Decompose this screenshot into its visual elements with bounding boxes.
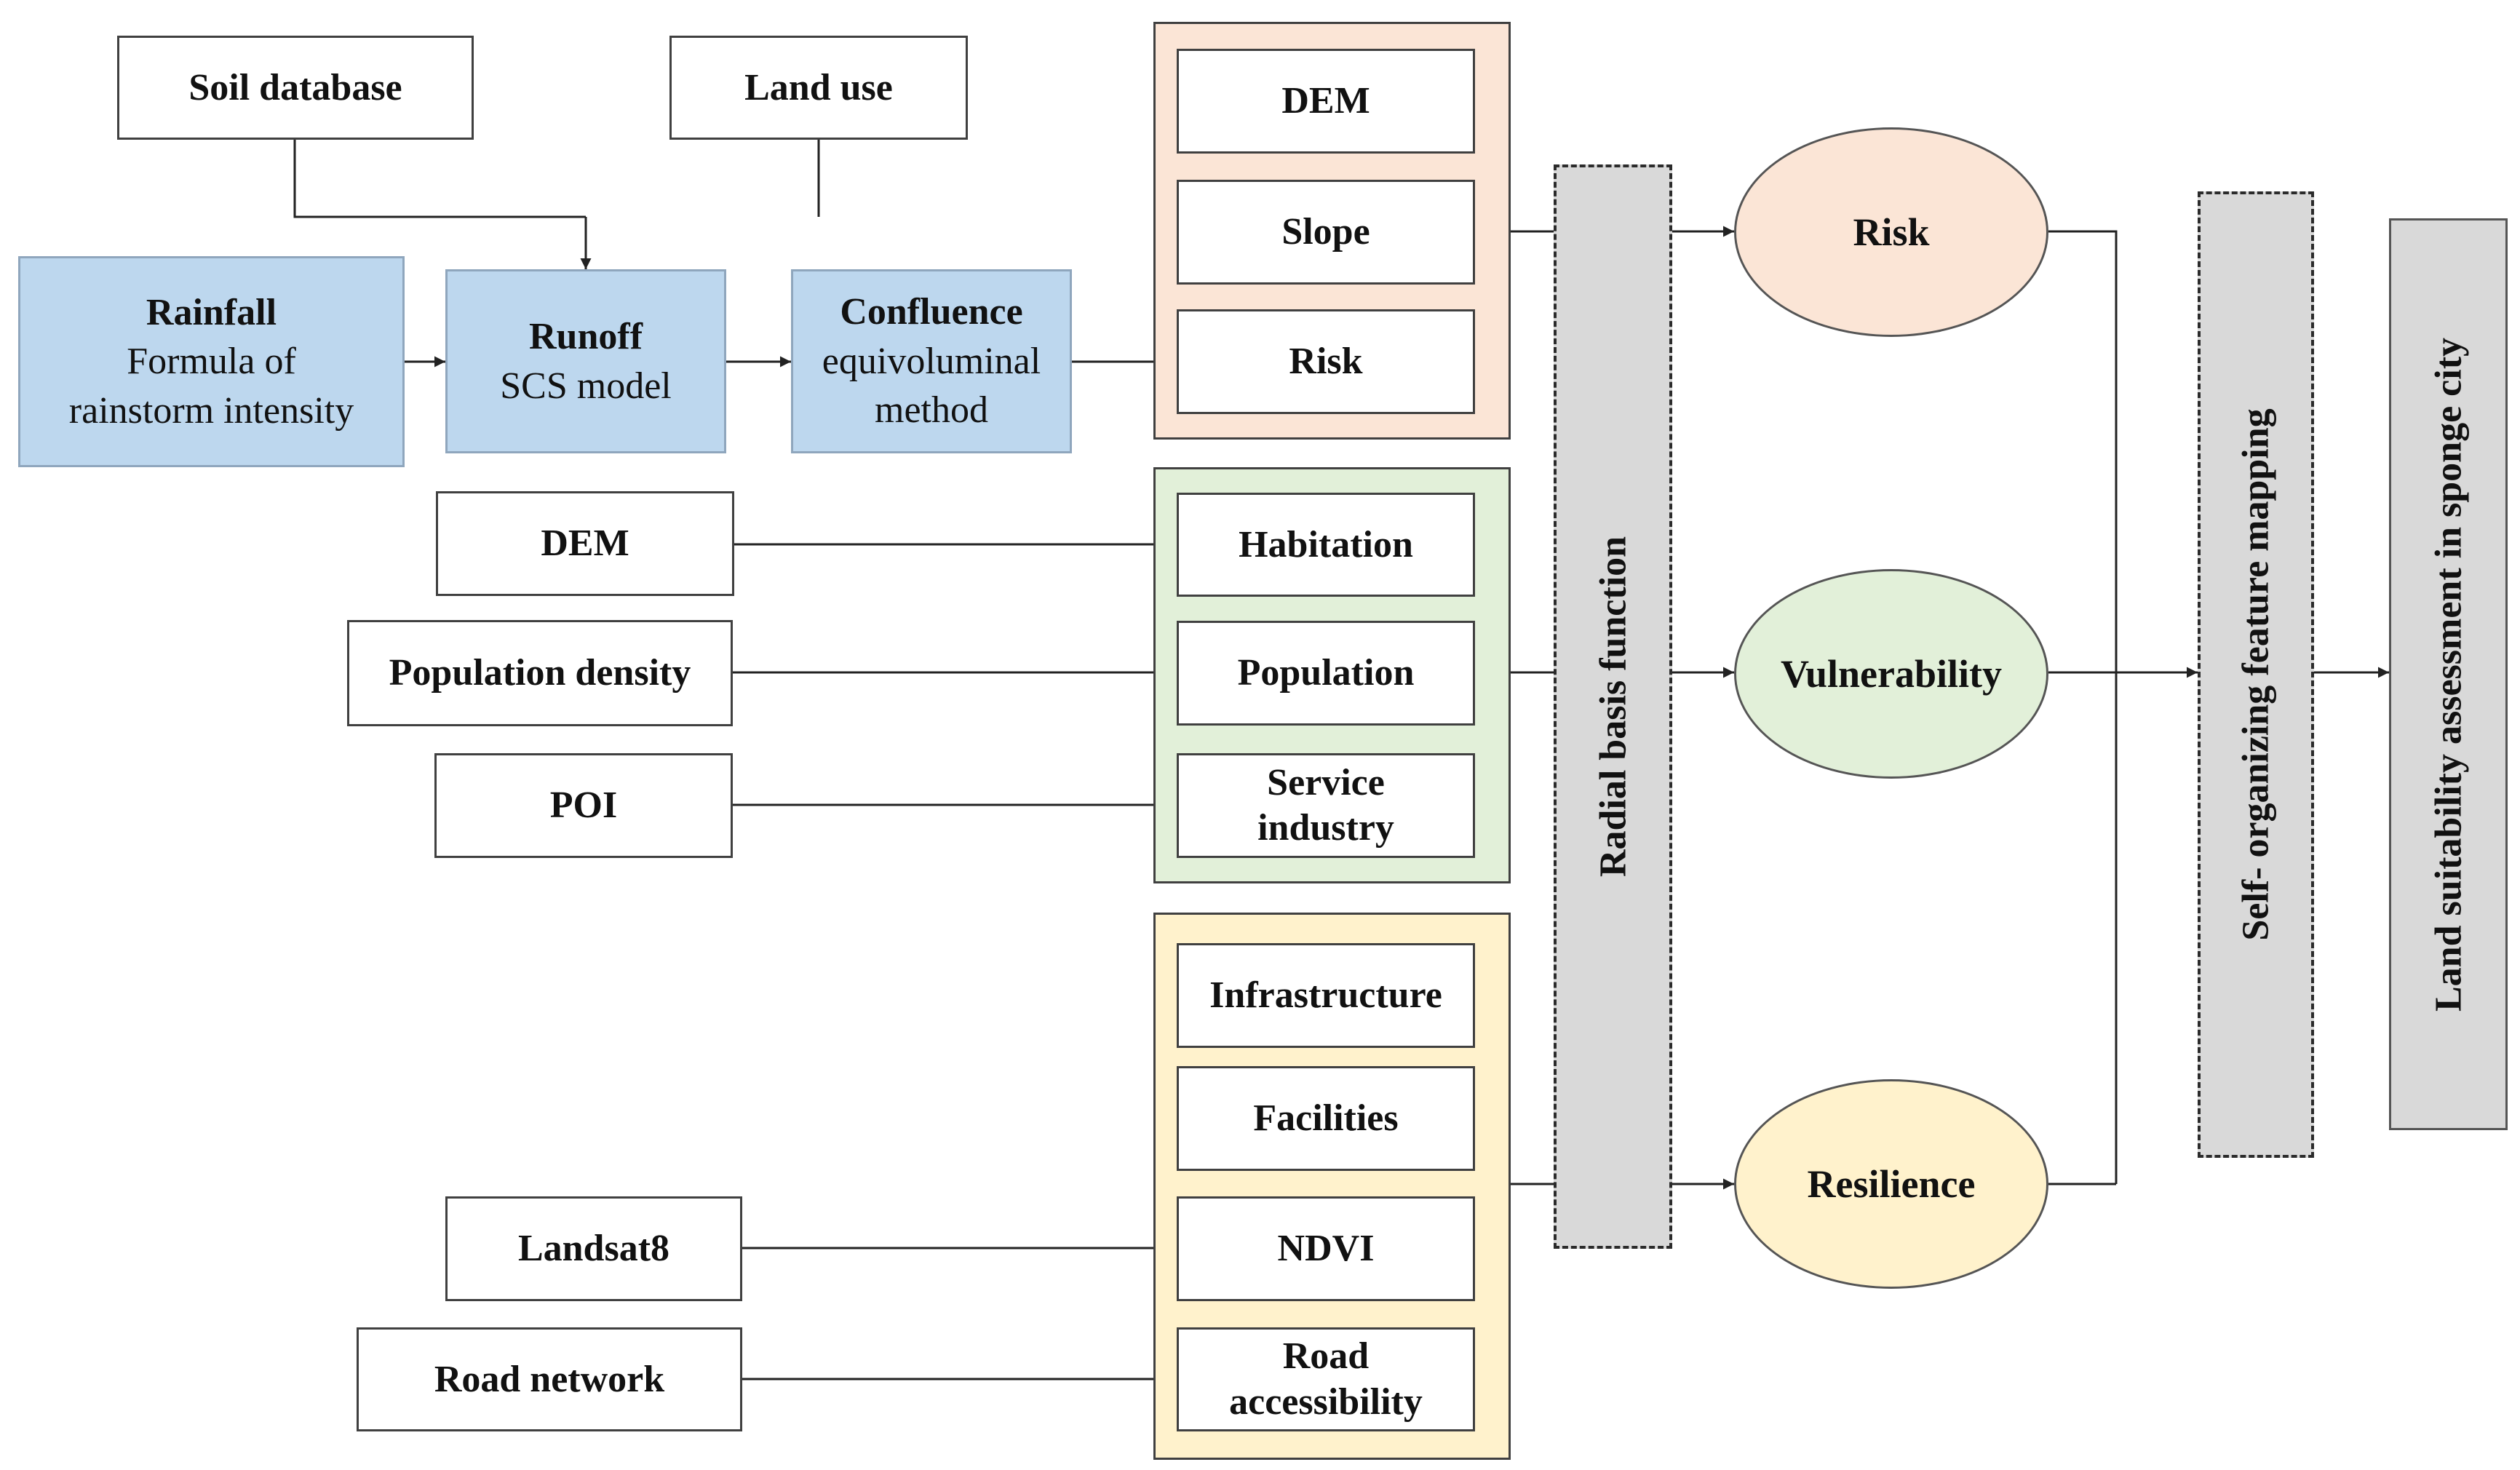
landsat8-label: Landsat8 (517, 1228, 670, 1270)
vul-item-population-label: Population (1237, 652, 1415, 694)
dem-input-box: DEM (436, 491, 734, 596)
res-item-road-label: Road (1282, 1335, 1370, 1378)
rainfall-title: Rainfall (146, 291, 277, 333)
rainfall-line2: rainstorm intensity (68, 389, 354, 432)
confluence-line1: equivoluminal (822, 340, 1041, 382)
res-item-facilities-label: Facilities (1253, 1097, 1399, 1140)
risk-item-slope-label: Slope (1281, 211, 1370, 253)
population-density-label: Population density (389, 652, 691, 694)
road-network-label: Road network (434, 1358, 665, 1400)
risk-to-merge-line (2048, 230, 2118, 1184)
road-network-box: Road network (357, 1327, 742, 1431)
resilience-ellipse: Resilience (1734, 1079, 2048, 1289)
vul-item-industry-label: industry (1257, 807, 1394, 849)
res-item-infrastructure: Infrastructure (1177, 943, 1475, 1048)
poi-label: POI (549, 784, 618, 827)
vul-item-service-industry: Service industry (1177, 753, 1475, 858)
runoff-line1: SCS model (500, 365, 672, 407)
dem-input-label: DEM (541, 523, 629, 565)
risk-item-slope: Slope (1177, 180, 1475, 285)
rainfall-box: Rainfall Formula of rainstorm intensity (18, 256, 405, 467)
soil-to-runoff-line (293, 140, 586, 218)
vul-item-population: Population (1177, 621, 1475, 726)
vulnerability-ellipse: Vulnerability (1734, 569, 2048, 779)
vul-item-habitation: Habitation (1177, 493, 1475, 597)
landsat8-box: Landsat8 (445, 1196, 742, 1301)
rainfall-line1: Formula of (127, 341, 296, 383)
vul-item-habitation-label: Habitation (1239, 523, 1413, 565)
runoff-title: Runoff (528, 315, 643, 357)
radial-basis-function-label: Radial basis function (1592, 536, 1634, 878)
vulnerability-ellipse-label: Vulnerability (1780, 652, 2003, 696)
som-bar: Self- organizing feature mapping (2198, 191, 2314, 1158)
res-item-accessibility-label: accessibility (1229, 1380, 1423, 1423)
soil-database-box: Soil database (117, 36, 474, 140)
poi-box: POI (434, 753, 733, 858)
soil-database-label: Soil database (188, 66, 402, 108)
res-item-infrastructure-label: Infrastructure (1209, 974, 1442, 1017)
confluence-box: Confluence equivoluminal method (791, 269, 1072, 453)
risk-item-dem-label: DEM (1281, 80, 1370, 122)
vul-item-service-label: Service (1267, 761, 1385, 803)
res-item-ndvi-label: NDVI (1277, 1228, 1375, 1270)
risk-item-dem: DEM (1177, 49, 1475, 154)
confluence-line2: method (875, 389, 988, 432)
res-item-road-accessibility: Road accessibility (1177, 1327, 1475, 1431)
risk-item-risk-label: Risk (1289, 341, 1363, 383)
final-assessment-label: Land suitability assessment in sponge ci… (2428, 337, 2469, 1012)
confluence-title: Confluence (840, 291, 1023, 333)
runoff-box: Runoff SCS model (445, 269, 726, 453)
res-item-facilities: Facilities (1177, 1066, 1475, 1171)
radial-basis-function-bar: Radial basis function (1554, 164, 1672, 1249)
risk-ellipse: Risk (1734, 127, 2048, 337)
som-label: Self- organizing feature mapping (2235, 408, 2277, 941)
res-item-ndvi: NDVI (1177, 1196, 1475, 1301)
land-use-box: Land use (669, 36, 968, 140)
resilience-ellipse-label: Resilience (1807, 1162, 1976, 1206)
land-use-label: Land use (744, 66, 893, 108)
final-assessment-bar: Land suitability assessment in sponge ci… (2389, 218, 2508, 1130)
population-density-box: Population density (347, 620, 733, 726)
risk-ellipse-label: Risk (1853, 210, 1930, 254)
risk-item-risk: Risk (1177, 309, 1475, 414)
